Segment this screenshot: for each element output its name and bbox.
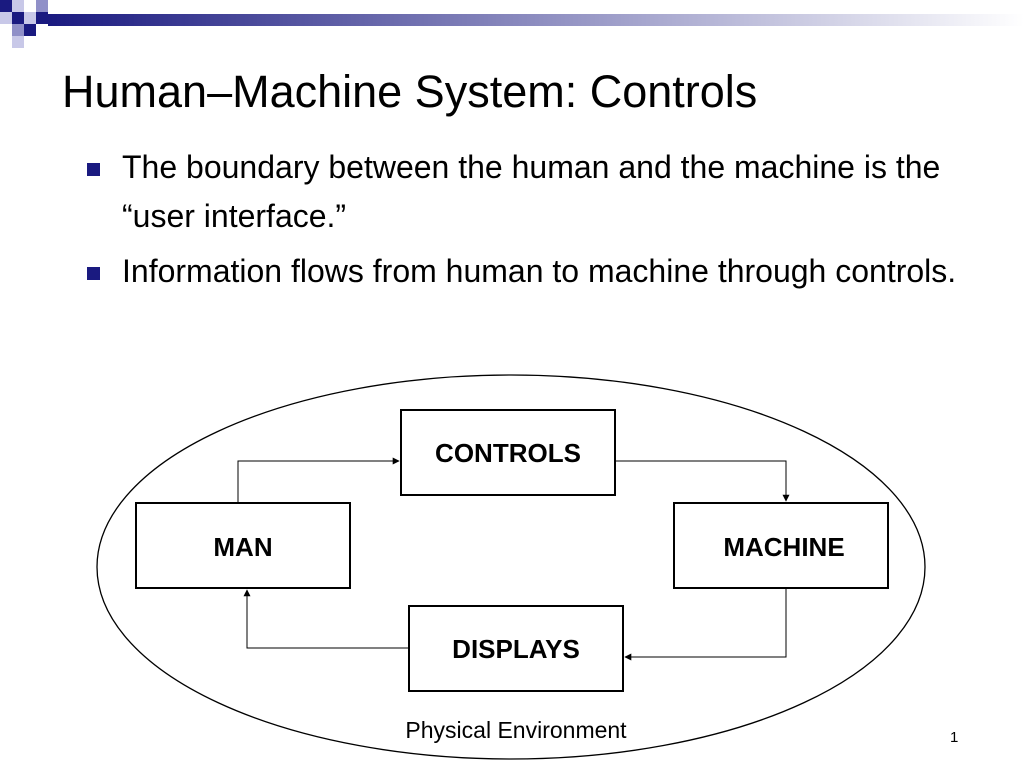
bullet-list: The boundary between the human and the m… [85, 143, 965, 302]
bullet-text: Information flows from human to machine … [122, 253, 957, 289]
bullet-text: The boundary between the human and the m… [122, 149, 941, 234]
title-band [46, 14, 1024, 26]
controls-to-machine-arrow [615, 460, 790, 502]
square-bullet-icon [87, 163, 100, 176]
machine-to-displays-arrow [624, 588, 787, 661]
controls-label: CONTROLS [435, 438, 581, 468]
displays-label: DISPLAYS [452, 634, 580, 664]
environment-ellipse [96, 374, 926, 760]
man-box: MAN [135, 502, 351, 589]
man-to-controls-arrow [237, 457, 400, 503]
machine-box: MACHINE [673, 502, 889, 589]
slide-title: Human–Machine System: Controls [62, 66, 758, 117]
man-label: MAN [213, 532, 272, 562]
slide-number: 1 [950, 729, 959, 746]
square-bullet-icon [87, 267, 100, 280]
decorative-squares [0, 0, 48, 48]
displays-box: DISPLAYS [408, 605, 624, 692]
bullet-item: Information flows from human to machine … [85, 247, 965, 296]
bullet-item: The boundary between the human and the m… [85, 143, 965, 241]
environment-label: Physical Environment [405, 717, 627, 743]
machine-label: MACHINE [723, 532, 844, 562]
displays-to-man-arrow [243, 589, 409, 649]
controls-box: CONTROLS [400, 409, 616, 496]
